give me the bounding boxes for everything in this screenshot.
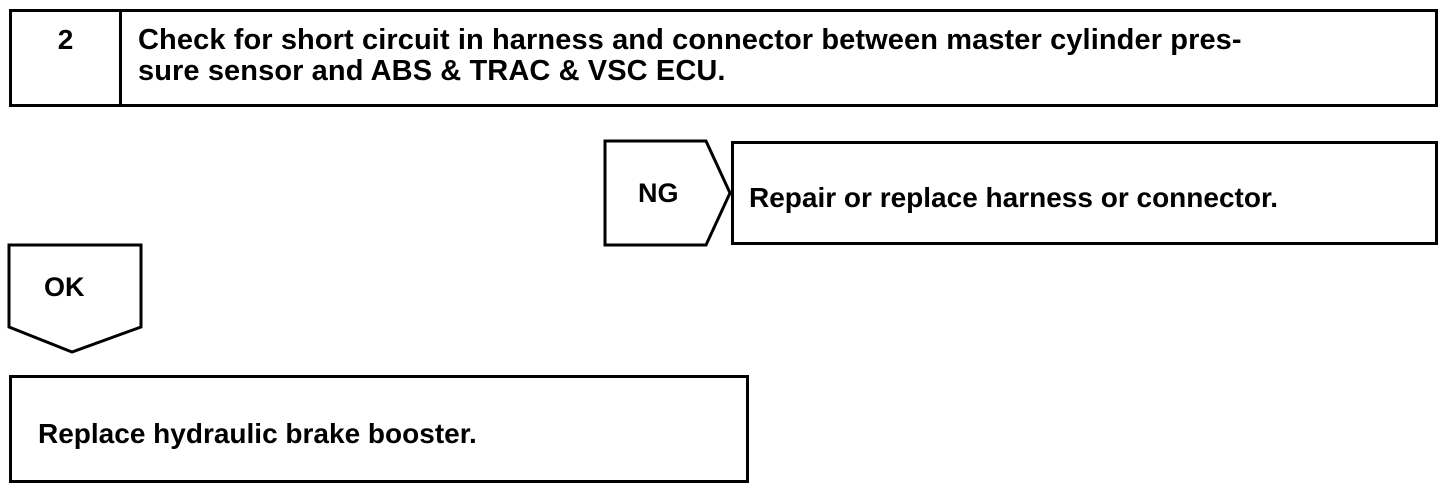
ok-label: OK — [44, 272, 85, 302]
ng-arrow-tag — [603, 139, 732, 247]
ok-arrow-tag — [7, 243, 143, 354]
ng-result-text: Repair or replace harness or connector. — [749, 182, 1279, 213]
step-number: 2 — [12, 12, 122, 104]
step-box: 2 Check for short circuit in harness and… — [9, 9, 1438, 107]
ng-result-box: Repair or replace harness or connector. — [731, 141, 1438, 245]
ok-result-box: Replace hydraulic brake booster. — [9, 375, 749, 483]
ok-result-text: Replace hydraulic brake booster. — [38, 418, 477, 449]
step-description-line-1: Check for short circuit in harness and c… — [138, 24, 1242, 56]
step-description-line-2: sure sensor and ABS & TRAC & VSC ECU. — [138, 55, 726, 87]
ng-label: NG — [638, 178, 679, 208]
step-description: Check for short circuit in harness and c… — [138, 25, 1418, 87]
